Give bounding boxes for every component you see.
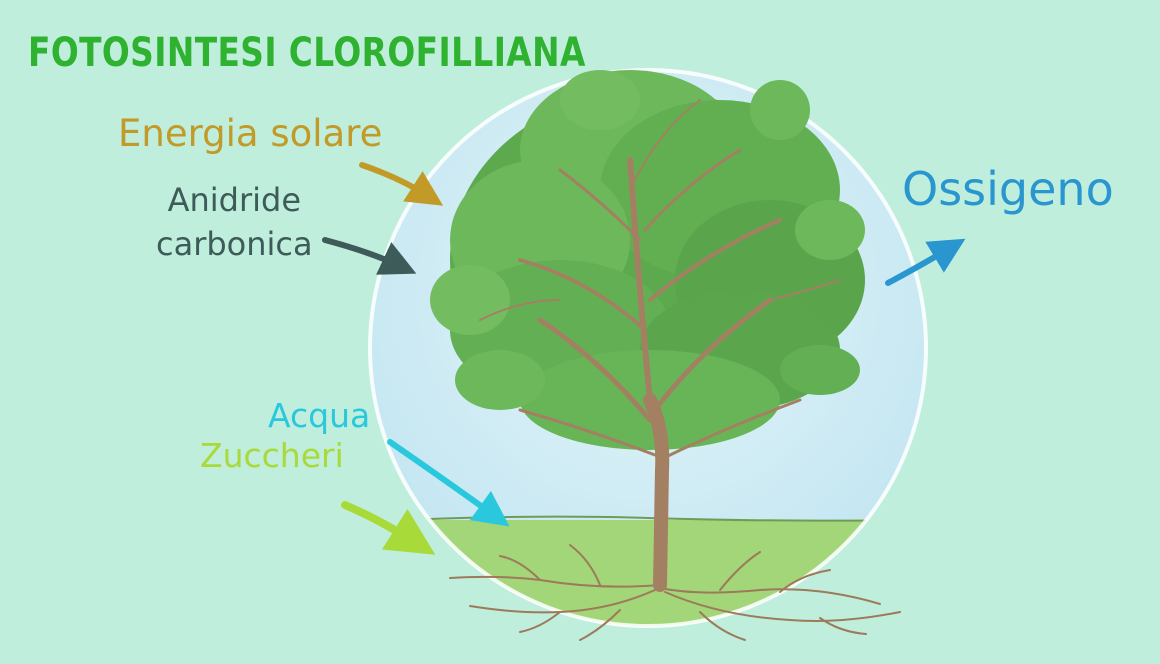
arrow-anidride-icon xyxy=(322,237,417,275)
tree-icon xyxy=(430,70,865,592)
label-zuccheri: Zuccheri xyxy=(200,436,344,475)
label-anidride-line1: Anidride xyxy=(167,181,302,219)
page-title: FOTOSINTESI CLOROFILLIANA xyxy=(28,30,586,76)
label-energia-solare: Energia solare xyxy=(118,112,383,155)
label-anidride-line2: carbonica xyxy=(156,225,313,263)
arrow-zuccheri-icon xyxy=(341,501,436,555)
tree-branches xyxy=(479,99,841,592)
arrow-acqua-icon xyxy=(387,439,510,527)
arrow-energia-icon xyxy=(359,162,444,206)
tree-foliage xyxy=(430,70,865,450)
label-anidride-carbonica: Anidride carbonica xyxy=(156,178,313,266)
arrow-ossigeno-icon xyxy=(885,238,966,286)
label-acqua: Acqua xyxy=(268,396,371,435)
label-ossigeno: Ossigeno xyxy=(902,162,1114,216)
roots-icon xyxy=(449,544,901,641)
